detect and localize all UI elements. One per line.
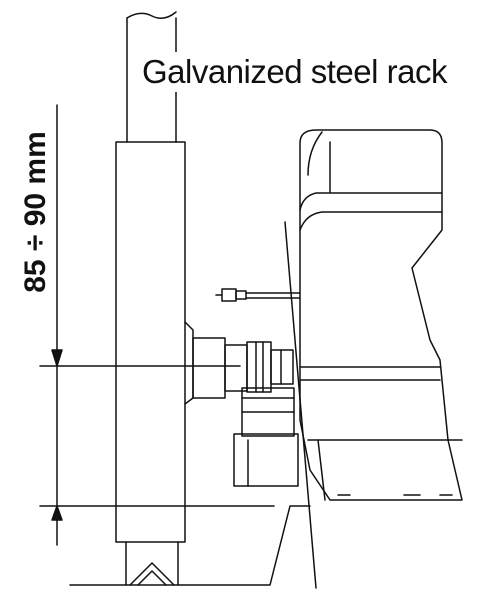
rack-post (115, 11, 186, 586)
mounting-bracket (184, 321, 294, 405)
rack-label: Galvanized steel rack (140, 52, 449, 92)
ground-line (69, 505, 311, 586)
cable-connector (215, 288, 301, 302)
reference-line (284, 221, 317, 589)
support-blocks (233, 387, 299, 487)
device-housing (299, 129, 463, 501)
dimension-lines (39, 104, 275, 546)
dimension-label: 85 ÷ 90 mm (19, 131, 52, 293)
